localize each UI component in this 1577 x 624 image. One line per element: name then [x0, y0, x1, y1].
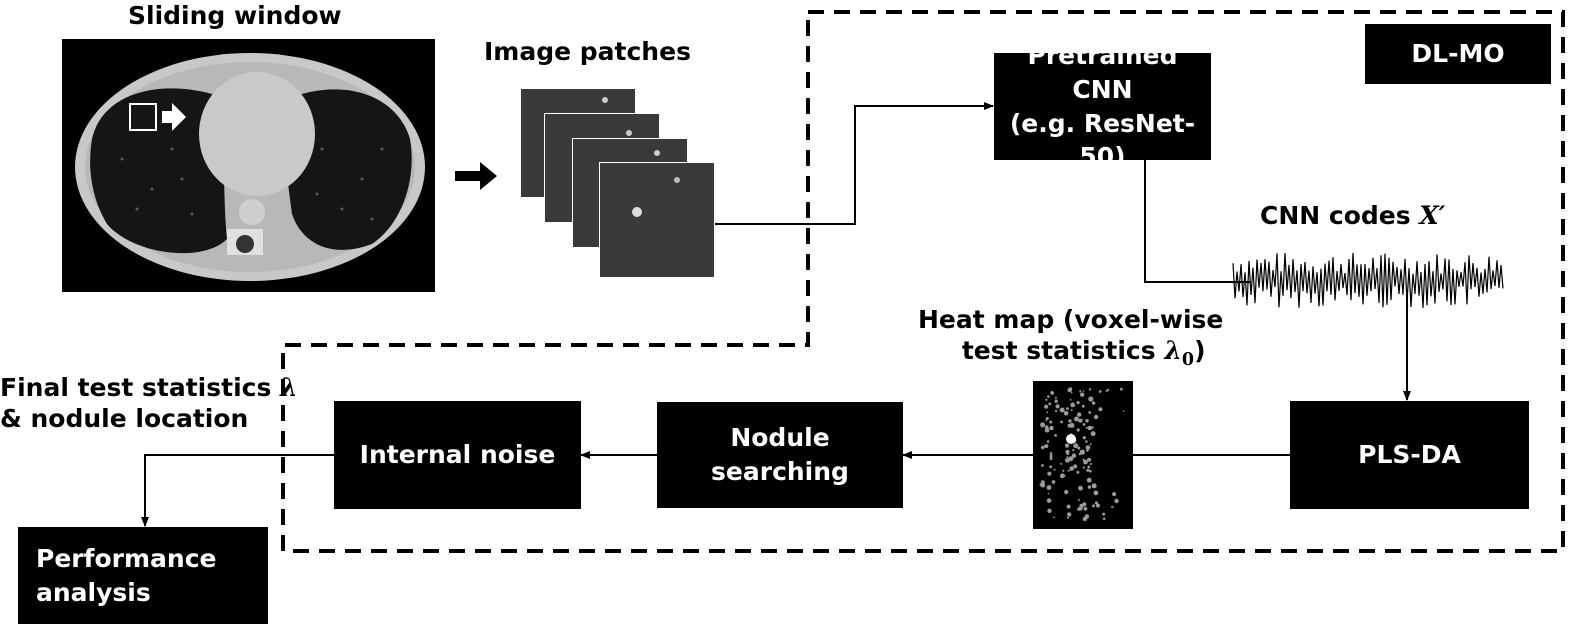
cnn-codes-waveform	[1232, 252, 1504, 308]
cnn-codes-label: CNN codes X′	[1260, 201, 1446, 230]
sliding-window-box	[129, 103, 157, 131]
noise-to-performance-connector	[141, 454, 334, 527]
slide-direction-arrow	[162, 103, 186, 131]
heat-map-label: Heat map (voxel-wise test statistics λ0)	[918, 305, 1224, 371]
cnn-to-codes-connector	[1144, 160, 1250, 283]
dl-mo-region-border	[281, 10, 1565, 553]
patches-to-cnn-connector	[715, 102, 994, 225]
sliding-window-label: Sliding window	[128, 1, 342, 30]
ct-scan-image	[62, 39, 435, 292]
heat-map-image	[1033, 381, 1133, 529]
final-test-statistics-label: Final test statistics λ & nodule locatio…	[0, 373, 298, 434]
pls-da-box: PLS-DA	[1290, 401, 1529, 509]
image-patch	[599, 162, 715, 278]
pretrained-cnn-box: Pretrained CNN(e.g. ResNet-50)	[994, 41, 1211, 171]
dl-mo-title-box: DL-MO	[1365, 24, 1551, 84]
image-patches-label: Image patches	[484, 37, 691, 66]
ct-to-patches-arrow	[455, 162, 497, 190]
internal-noise-box: Internal noise	[334, 401, 581, 509]
